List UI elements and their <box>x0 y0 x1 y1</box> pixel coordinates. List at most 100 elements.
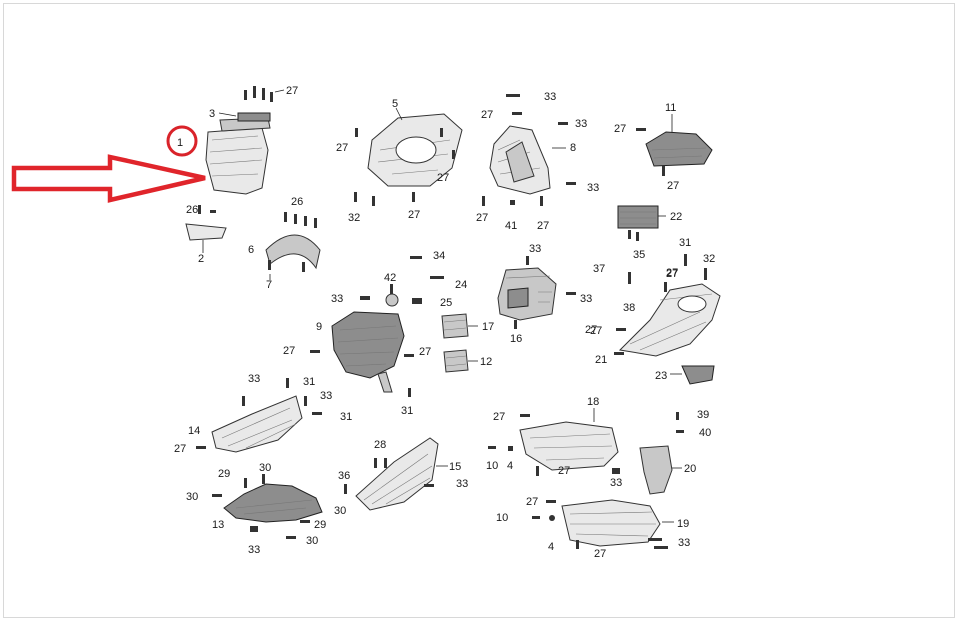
part-number-labels: 1 2 3 4 4 5 6 7 8 9 10 10 11 12 13 14 15… <box>174 85 715 560</box>
part-label-27: 27 <box>408 209 420 221</box>
part-label-30: 30 <box>306 535 318 547</box>
part-label-8: 8 <box>570 142 576 154</box>
part-label-42: 42 <box>384 272 396 284</box>
screws-27-top <box>244 86 285 102</box>
part-label-33: 33 <box>529 243 541 255</box>
part-label-40: 40 <box>699 427 711 439</box>
part-label-34: 34 <box>433 250 445 262</box>
part-label-14: 14 <box>188 425 200 437</box>
part-label-36: 36 <box>338 470 350 482</box>
part-label-27: 27 <box>590 325 602 337</box>
part-label-27: 27 <box>336 142 348 154</box>
part-label-27: 27 <box>481 109 493 121</box>
part-label-13: 13 <box>212 519 224 531</box>
part-label-19: 19 <box>677 518 689 530</box>
part-23-tail-piece <box>670 365 715 385</box>
part-label-1: 1 <box>177 137 183 149</box>
part-label-12: 12 <box>480 356 492 368</box>
part-label-31: 31 <box>401 405 413 417</box>
part-label-2: 2 <box>198 253 204 265</box>
part-label-27: 27 <box>526 496 538 508</box>
part-label-27: 27 <box>476 212 488 224</box>
part-label-6: 6 <box>248 244 254 256</box>
part-label-11: 11 <box>665 102 676 114</box>
part-label-27: 27 <box>286 85 298 97</box>
part-3-bracket <box>218 112 271 122</box>
parts-42-25-fittings <box>385 256 444 307</box>
part-label-27: 27 <box>537 220 549 232</box>
part-label-33: 33 <box>610 477 622 489</box>
part-9-front-shelter <box>310 296 414 397</box>
part-label-9: 9 <box>316 321 322 333</box>
part-label-10: 10 <box>486 460 498 472</box>
part-label-27: 27 <box>174 443 186 455</box>
part-17-small-cover <box>441 313 478 339</box>
part-label-27: 27 <box>493 411 505 423</box>
part-label-33: 33 <box>248 373 260 385</box>
part-11-meter-cover <box>636 114 713 176</box>
part-label-26: 26 <box>186 204 198 216</box>
part-20-bracket <box>639 412 684 495</box>
part-label-33: 33 <box>544 91 556 103</box>
part-label-33: 33 <box>331 293 343 305</box>
part-5-inner-cover <box>354 107 463 206</box>
diagram-frame <box>3 3 955 618</box>
right-arrow-icon <box>11 154 206 203</box>
part-label-30: 30 <box>334 505 346 517</box>
part-label-27: 27 <box>614 123 626 135</box>
part-label-39: 39 <box>697 409 709 421</box>
part-label-31: 31 <box>340 411 352 423</box>
part-label-16: 16 <box>510 333 522 345</box>
part-label-38: 38 <box>623 302 635 314</box>
part-label-27: 27 <box>666 268 678 280</box>
part-label-28: 28 <box>374 439 386 451</box>
part-label-41: 41 <box>505 220 517 232</box>
part-label-27: 27 <box>667 180 679 192</box>
part-label-24: 24 <box>455 279 467 291</box>
part-label-27: 27 <box>558 465 570 477</box>
part-label-33: 33 <box>587 182 599 194</box>
part-16-headlight-cover <box>497 256 576 329</box>
part-label-27: 27 <box>283 345 295 357</box>
part-label-29: 29 <box>314 519 326 531</box>
circle-highlight-icon <box>166 125 198 157</box>
part-label-22: 22 <box>670 211 682 223</box>
part-label-27: 27 <box>437 172 449 184</box>
part-label-3: 3 <box>209 108 215 120</box>
part-19-rear-cover <box>532 499 674 549</box>
part-label-33: 33 <box>678 537 690 549</box>
part-label-10: 10 <box>496 512 508 524</box>
part-label-20: 20 <box>684 463 696 475</box>
part-label-4: 4 <box>507 460 513 472</box>
part-label-31: 31 <box>679 237 691 249</box>
part-label-27: 27 <box>666 267 678 279</box>
part-label-29: 29 <box>218 468 230 480</box>
part-21-body-cover <box>614 254 721 357</box>
part-label-37: 37 <box>593 263 605 275</box>
part-label-27: 27 <box>594 548 606 560</box>
part-label-23: 23 <box>655 370 667 382</box>
part-label-18: 18 <box>587 396 599 408</box>
part-1-front-panel <box>205 117 271 195</box>
part-label-33: 33 <box>456 478 468 490</box>
part-label-31: 31 <box>303 376 315 388</box>
part-22-panel <box>617 205 666 241</box>
part-15-side-cover <box>344 437 448 511</box>
part-label-21: 21 <box>595 354 607 366</box>
part-label-30: 30 <box>259 462 271 474</box>
part-label-26: 26 <box>291 196 303 208</box>
part-8-leg-shield <box>482 94 576 206</box>
part-14-side-cover <box>196 378 322 453</box>
part-label-30: 30 <box>186 491 198 503</box>
part-18-rear-cover <box>488 408 620 476</box>
part-label-27: 27 <box>585 324 597 336</box>
part-12-small-cover <box>443 349 478 373</box>
part-label-33: 33 <box>575 118 587 130</box>
part-label-32: 32 <box>348 212 360 224</box>
part-label-33: 33 <box>248 544 260 556</box>
part-label-33: 33 <box>320 390 332 402</box>
part-2-trim <box>185 205 227 253</box>
part-label-25: 25 <box>440 297 452 309</box>
part-13-floor-panel <box>212 474 323 539</box>
